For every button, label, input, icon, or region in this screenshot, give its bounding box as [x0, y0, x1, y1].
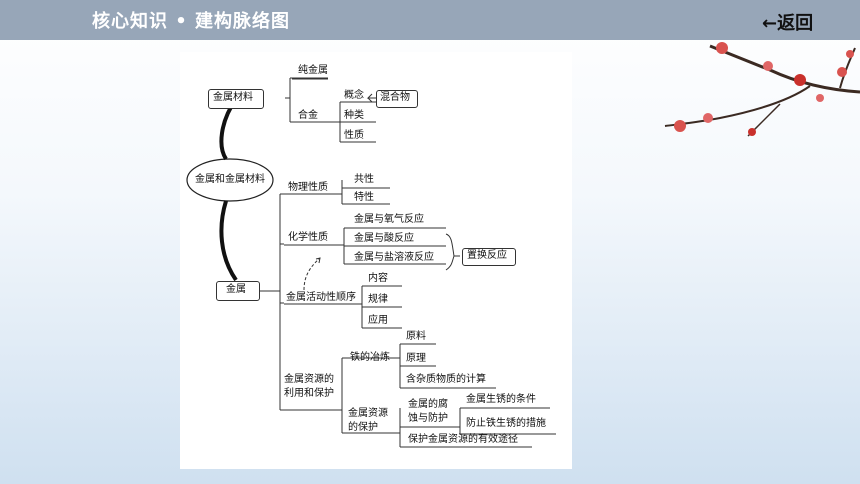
protection-label-line2: 的保护 [348, 422, 378, 433]
mixture-box [376, 90, 418, 108]
acid-label: 金属与酸反应 [354, 233, 414, 244]
replacement-label: 置换反应 [467, 250, 507, 261]
mind-map-panel: 金属材料 纯金属 合金 概念 混合物 种类 性质 金属和金属材料 金属 物理性质… [180, 52, 572, 469]
activity-application-label: 应用 [368, 315, 388, 326]
activity-content-label: 内容 [368, 273, 388, 284]
resources-label-line2: 利用和保护 [284, 388, 334, 399]
mind-map-connectors [186, 77, 556, 448]
back-button[interactable]: ←返回 [762, 13, 814, 34]
smelting-label: 铁的冶炼 [350, 352, 390, 363]
resources-label-line1: 金属资源的 [284, 374, 334, 385]
oxygen-label: 金属与氧气反应 [354, 214, 424, 225]
principle-label: 原理 [406, 353, 426, 364]
activity-rule-label: 规律 [368, 294, 388, 305]
page-title: 核心知识 • 建构脉络图 [92, 11, 291, 32]
corrosion-label-line1: 金属的腐 [408, 399, 448, 410]
properties-label: 性质 [344, 130, 364, 141]
mixture-label: 混合物 [380, 92, 410, 103]
special-label: 特性 [354, 192, 374, 203]
chemical-label: 化学性质 [288, 232, 328, 243]
concept-label: 概念 [344, 90, 364, 101]
common-label: 共性 [354, 174, 374, 185]
pure-metal-label: 纯金属 [298, 65, 328, 76]
replacement-box [462, 248, 516, 266]
activity-label: 金属活动性顺序 [286, 292, 356, 303]
metal-label: 金属 [226, 284, 246, 295]
corrosion-label-line2: 蚀与防护 [408, 413, 448, 424]
physical-label: 物理性质 [288, 182, 328, 193]
raw-material-label: 原料 [406, 331, 426, 342]
materials-label: 金属材料 [213, 92, 253, 103]
salt-label: 金属与盐溶液反应 [354, 252, 434, 263]
materials-box [208, 89, 264, 109]
protection-label-line1: 金属资源 [348, 408, 388, 419]
center-node-label: 金属和金属材料 [195, 174, 265, 185]
effective-ways-label: 保护金属资源的有效途径 [408, 434, 518, 445]
header-bar: 核心知识 • 建构脉络图 ←返回 [0, 0, 860, 40]
alloy-label: 合金 [298, 110, 318, 121]
metal-box [216, 281, 260, 301]
impurity-calc-label: 含杂质物质的计算 [406, 374, 486, 385]
types-label: 种类 [344, 110, 364, 121]
rust-conditions-label: 金属生锈的条件 [466, 394, 536, 405]
plum-blossom-decoration [664, 42, 860, 137]
rust-prevention-label: 防止铁生锈的措施 [466, 418, 546, 429]
